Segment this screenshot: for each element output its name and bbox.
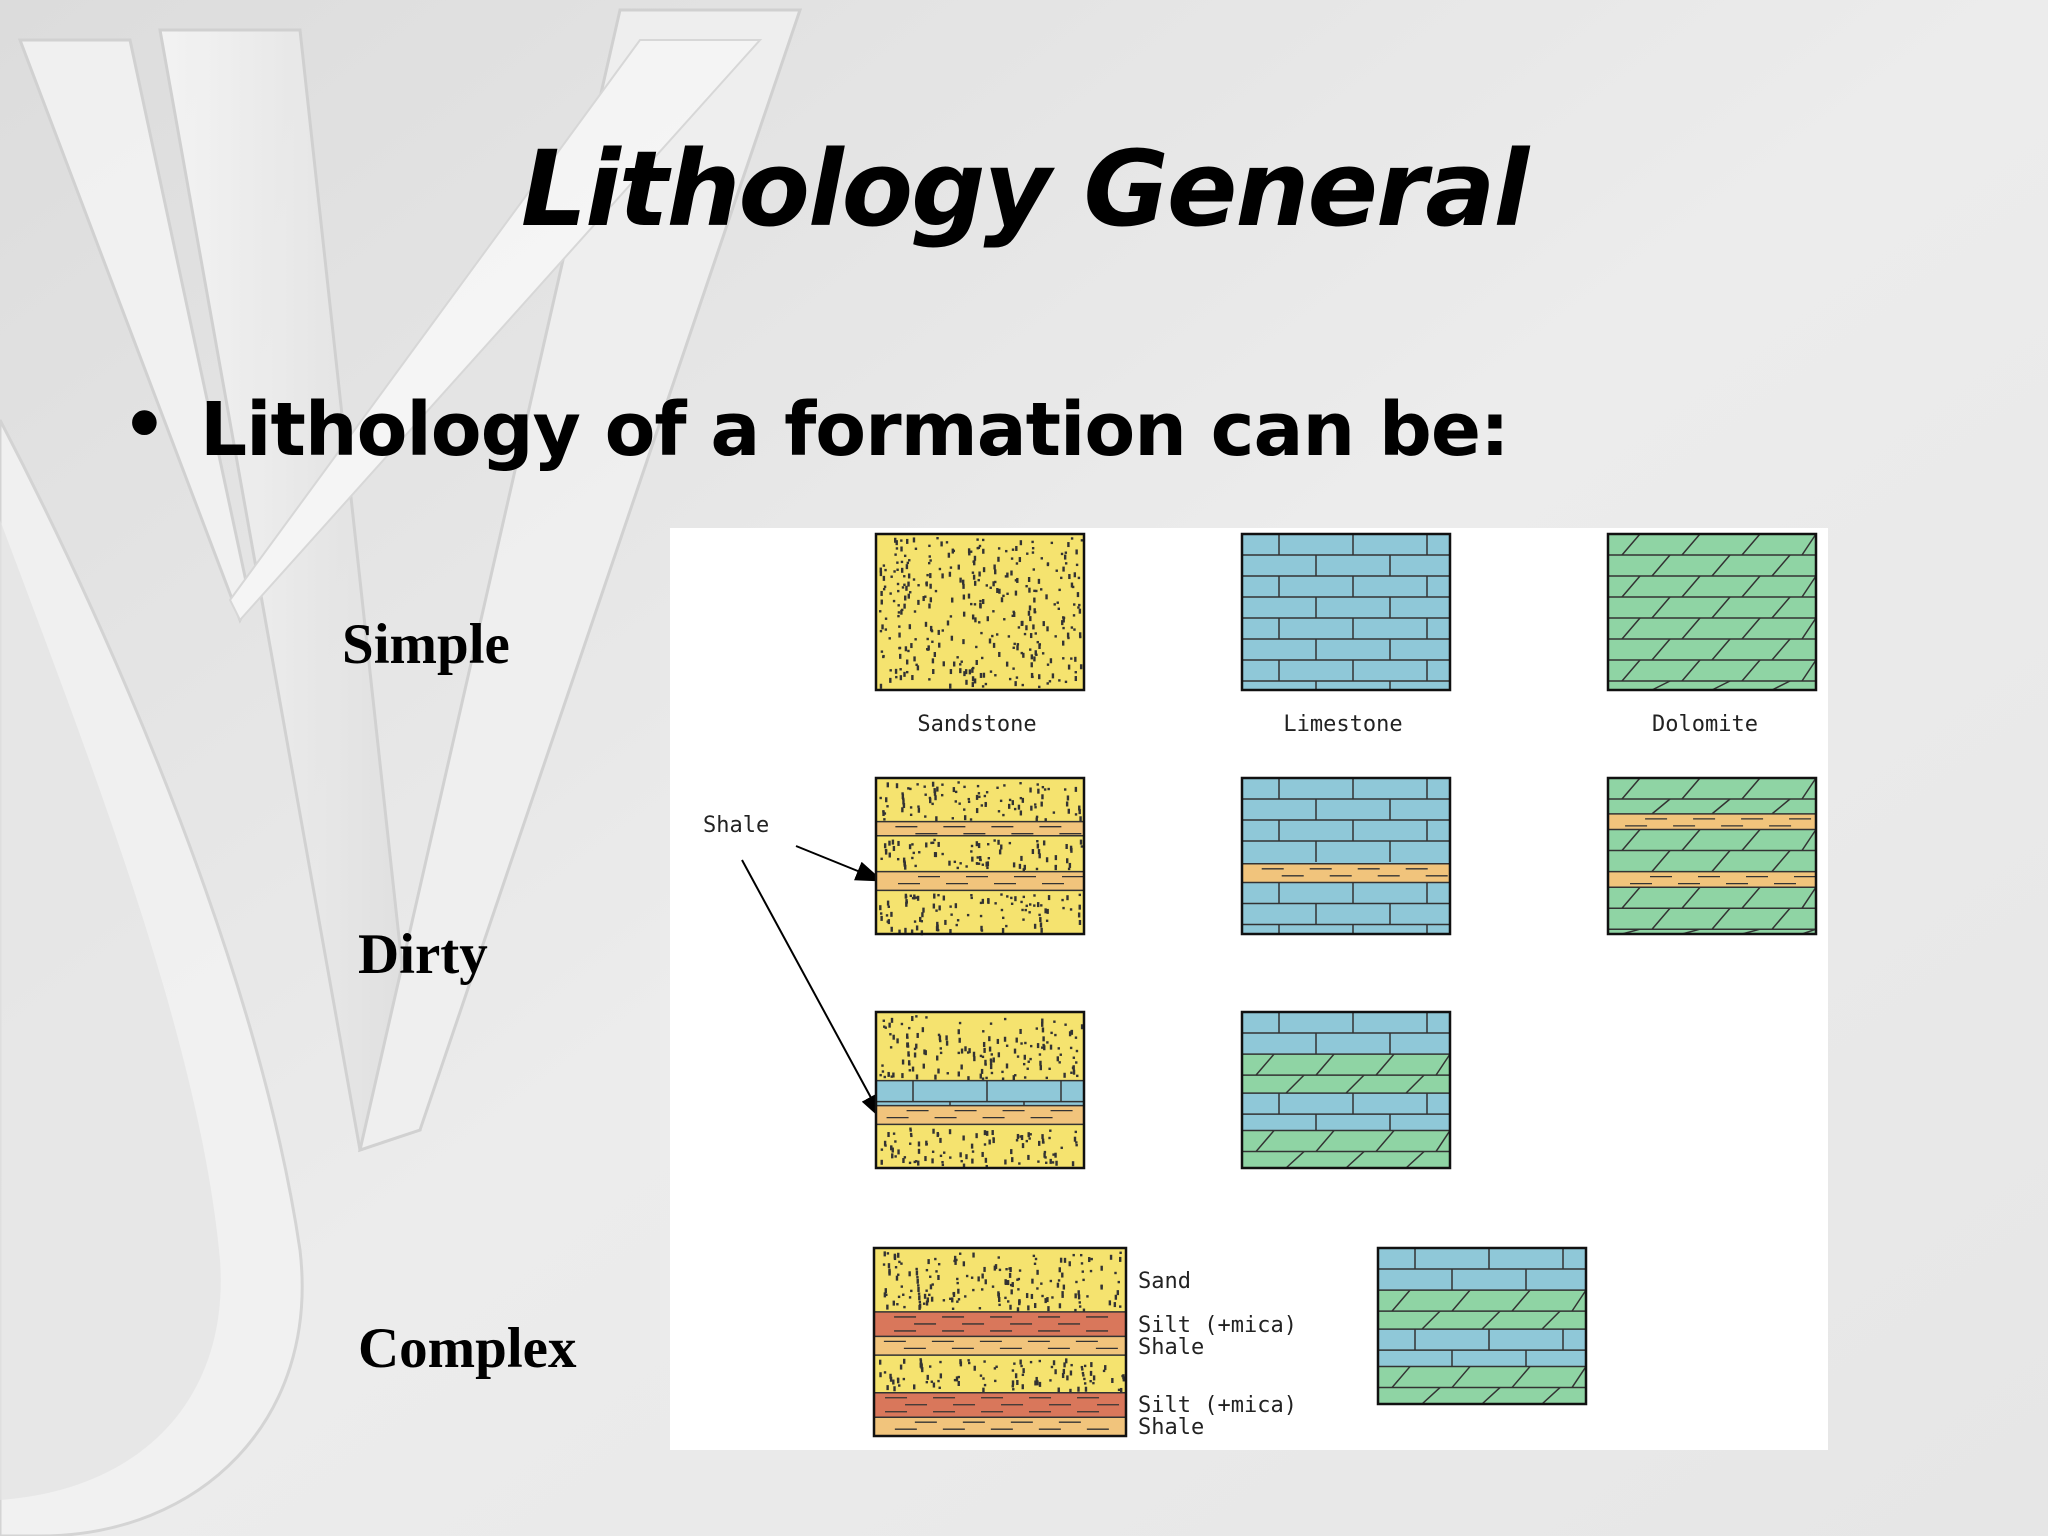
shale-arrow-lower (741, 859, 884, 1122)
box-dirty-limestone (1240, 776, 1452, 936)
label-shale-pointer: Shale (703, 813, 769, 838)
logo-watermark-icon (0, 8, 803, 1536)
bullet-dot-icon: • (122, 384, 167, 466)
label-silt-mica-1: Silt (+mica) (1138, 1313, 1297, 1338)
shale-arrow-upper (795, 845, 884, 882)
box-lime-dolo-mix (1240, 1010, 1452, 1170)
bullet-item: • Lithology of a formation can be: (122, 384, 1510, 473)
box-dirty-sandstone (874, 776, 1086, 936)
label-dolomite: Dolomite (1652, 712, 1758, 737)
slide-title: Lithology General (520, 128, 1529, 250)
box-sandstone (874, 532, 1086, 692)
box-dirty-dolomite (1606, 776, 1818, 936)
label-limestone: Limestone (1283, 712, 1402, 737)
box-complex-lime-dolo (1376, 1246, 1588, 1406)
label-silt-mica-2: Silt (+mica) (1138, 1393, 1297, 1418)
bullet-text: Lithology of a formation can be: (200, 387, 1510, 473)
label-sandstone: Sandstone (917, 712, 1036, 737)
box-sand-lime-shale (874, 1010, 1086, 1170)
category-simple: Simple (342, 613, 510, 676)
label-shale-2: Shale (1138, 1415, 1204, 1440)
category-complex: Complex (358, 1317, 577, 1380)
label-shale-1: Shale (1138, 1335, 1204, 1360)
box-dolomite (1606, 532, 1818, 692)
box-limestone (1240, 532, 1452, 692)
box-complex-sand-silt-shale (872, 1246, 1128, 1438)
category-dirty: Dirty (358, 923, 488, 986)
lithology-diagram: Sandstone Limestone Dolomite Shale Sand … (670, 528, 1828, 1450)
label-sand: Sand (1138, 1269, 1191, 1294)
